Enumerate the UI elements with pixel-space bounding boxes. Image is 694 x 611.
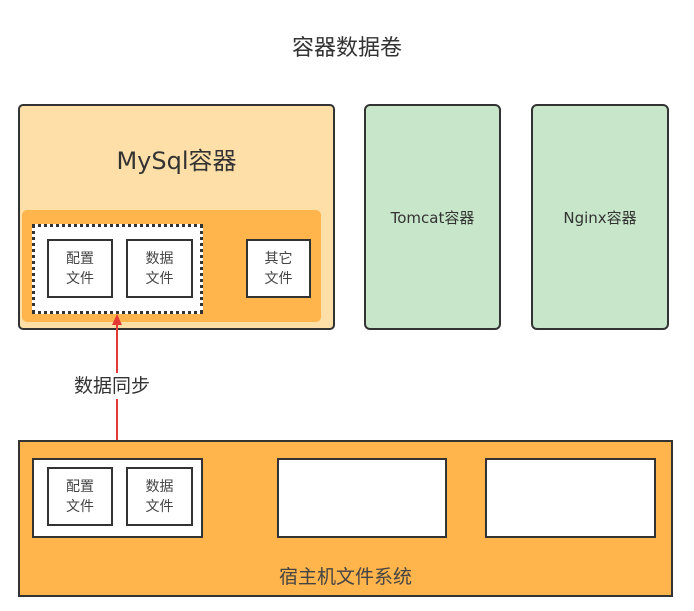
- nginx-container-label: Nginx容器: [563, 208, 637, 227]
- mysql-container-label: MySql容器: [116, 146, 237, 175]
- file-label: 数据: [145, 478, 174, 495]
- file-label: 文件: [66, 270, 94, 287]
- arrow-head-up-icon: [112, 314, 122, 325]
- file-label: 配置: [66, 250, 94, 267]
- file-label: 文件: [145, 270, 174, 287]
- host-empty-slot: [485, 458, 656, 538]
- file-label: 其它: [264, 250, 293, 267]
- tomcat-container-label: Tomcat容器: [390, 208, 475, 227]
- host-config-file: 配置文件: [47, 467, 113, 526]
- file-label: 配置: [66, 478, 94, 495]
- sync-label: 数据同步: [72, 373, 153, 399]
- file-label: 文件: [264, 270, 293, 287]
- file-label: 数据: [145, 250, 174, 267]
- nginx-container: Nginx容器: [531, 104, 669, 330]
- host-empty-slot: [277, 458, 447, 538]
- diagram-title: 容器数据卷: [291, 36, 402, 61]
- tomcat-container: Tomcat容器: [364, 104, 501, 330]
- mysql-config-file: 配置文件: [47, 239, 113, 298]
- mysql-data-file: 数据文件: [126, 239, 193, 298]
- file-label: 文件: [145, 498, 174, 515]
- host-data-file: 数据文件: [126, 467, 193, 526]
- host-filesystem-label: 宿主机文件系统: [278, 565, 412, 588]
- mysql-other-file: 其它文件: [246, 239, 311, 298]
- file-label: 文件: [66, 498, 94, 515]
